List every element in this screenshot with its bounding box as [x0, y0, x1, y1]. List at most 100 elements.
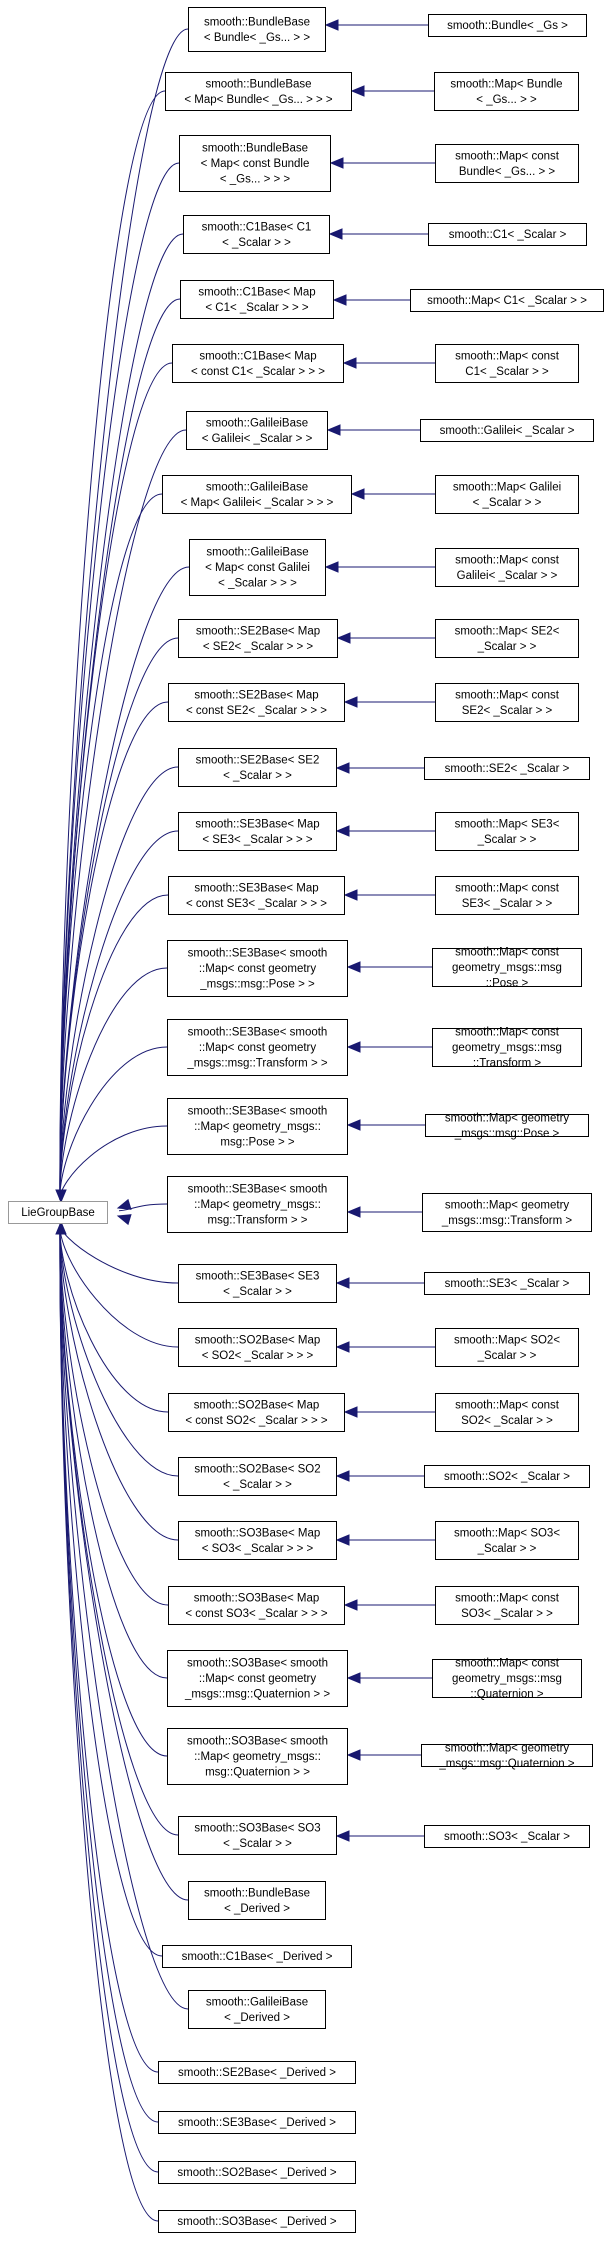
- base-class-node-frame: [167, 1728, 348, 1785]
- base-class-node[interactable]: smooth::SE2Base< Map< SE2< _Scalar > > >: [178, 619, 338, 658]
- derived-class-node[interactable]: smooth::Map< C1< _Scalar > >: [410, 289, 604, 312]
- base-class-node[interactable]: smooth::SO3Base< Map< const SO3< _Scalar…: [168, 1586, 345, 1625]
- base-class-node[interactable]: smooth::SE2Base< SE2< _Scalar > >: [178, 748, 337, 787]
- base-class-node-frame: [168, 683, 345, 722]
- inheritance-edge: [59, 894, 169, 1201]
- base-class-node-label-line: _msgs::msg::Transform > >: [186, 1058, 327, 1070]
- derived-class-node[interactable]: smooth::Map< SO3<_Scalar > >: [435, 1521, 579, 1560]
- base-class-node[interactable]: smooth::C1Base< _Derived >: [162, 1945, 352, 1968]
- base-class-node[interactable]: smooth::SO3Base< smooth::Map< const geom…: [167, 1650, 348, 1707]
- derived-class-node-label-line: smooth::SE3< _Scalar >: [445, 1278, 570, 1290]
- derived-class-node-label-line: ::Quaternion >: [470, 1689, 543, 1701]
- derived-class-node-label-line: _msgs::msg::Pose >: [454, 1128, 560, 1140]
- base-class-node-label-line: smooth::BundleBase: [204, 1887, 310, 1899]
- base-class-node[interactable]: smooth::BundleBase< Map< const Bundle< _…: [179, 135, 331, 192]
- derived-class-node[interactable]: smooth::Galilei< _Scalar >: [420, 419, 594, 442]
- base-class-node[interactable]: smooth::SE2Base< _Derived >: [158, 2061, 356, 2084]
- derived-class-node-label-line: smooth::Map< const: [455, 882, 560, 894]
- base-class-node-frame: [178, 1521, 337, 1560]
- base-class-node[interactable]: smooth::GalileiBase< Map< Galilei< _Scal…: [162, 475, 352, 514]
- base-class-node[interactable]: smooth::SE3Base< smooth::Map< const geom…: [167, 1019, 348, 1076]
- base-class-node[interactable]: smooth::SO3Base< smooth::Map< geometry_m…: [167, 1728, 348, 1785]
- arrowhead-icon: [346, 1119, 361, 1131]
- derived-class-node[interactable]: smooth::C1< _Scalar >: [428, 223, 587, 246]
- derived-class-node[interactable]: smooth::Map< SE3<_Scalar > >: [435, 812, 579, 851]
- derived-class-node-frame: [435, 1393, 579, 1432]
- base-class-node[interactable]: smooth::C1Base< Map< C1< _Scalar > > >: [180, 280, 334, 319]
- base-class-node[interactable]: smooth::SO3Base< _Derived >: [158, 2210, 356, 2233]
- derived-class-node[interactable]: smooth::Map< SE2<_Scalar > >: [435, 619, 579, 658]
- derived-class-node[interactable]: smooth::Map< Bundle< _Gs... > >: [434, 72, 579, 111]
- base-class-node[interactable]: smooth::SE2Base< Map< const SE2< _Scalar…: [168, 683, 345, 722]
- base-class-node-label-line: smooth::BundleBase: [202, 143, 308, 155]
- base-class-node[interactable]: smooth::BundleBase< _Derived >: [188, 1881, 326, 1920]
- base-class-node-frame: [178, 748, 337, 787]
- derived-class-node-label-line: smooth::Galilei< _Scalar >: [440, 425, 575, 437]
- derived-class-node[interactable]: smooth::SO2< _Scalar >: [424, 1465, 590, 1488]
- inheritance-edge: [59, 429, 187, 1201]
- derived-class-node-label-line: smooth::Map< const: [455, 1658, 560, 1670]
- base-class-node-label-line: smooth::SE3Base< Map: [195, 818, 319, 830]
- base-class-node[interactable]: smooth::SE3Base< _Derived >: [158, 2111, 356, 2134]
- base-class-node[interactable]: smooth::BundleBase< Bundle< _Gs... > >: [188, 7, 326, 52]
- inheritance-edge: [59, 1223, 169, 1413]
- base-class-node-label-line: < _Derived >: [224, 2012, 290, 2024]
- derived-class-node[interactable]: smooth::Map< constgeometry_msgs::msg::Tr…: [432, 1027, 582, 1070]
- base-class-node[interactable]: smooth::SO2Base< Map< const SO2< _Scalar…: [168, 1393, 345, 1432]
- arrowhead-icon: [332, 294, 347, 306]
- base-class-node[interactable]: smooth::SE3Base< SE3< _Scalar > >: [178, 1264, 337, 1303]
- arrowhead-icon: [350, 85, 365, 97]
- derived-class-node-label-line: smooth::Map< SE2<: [455, 625, 560, 637]
- base-class-node[interactable]: smooth::SO2Base< SO2< _Scalar > >: [178, 1457, 337, 1496]
- base-class-node[interactable]: smooth::BundleBase< Map< Bundle< _Gs... …: [165, 72, 352, 111]
- base-class-node-label-line: smooth::SO3Base< Map: [194, 1592, 320, 1604]
- derived-class-node[interactable]: smooth::Map< constgeometry_msgs::msg::Qu…: [432, 1658, 582, 1701]
- derived-class-node[interactable]: smooth::Map< SO2<_Scalar > >: [435, 1328, 579, 1367]
- base-class-node-label-line: < Galilei< _Scalar > >: [202, 433, 313, 445]
- inheritance-edge: [59, 1223, 179, 1541]
- derived-class-node[interactable]: smooth::SO3< _Scalar >: [424, 1825, 590, 1848]
- base-class-node[interactable]: smooth::GalileiBase< Galilei< _Scalar > …: [186, 411, 328, 450]
- base-class-node[interactable]: smooth::C1Base< C1< _Scalar > >: [183, 215, 330, 254]
- derived-class-node[interactable]: smooth::Map< geometry_msgs::msg::Quatern…: [421, 1742, 593, 1770]
- base-class-node[interactable]: smooth::SO2Base< Map< SO2< _Scalar > > >: [178, 1328, 337, 1367]
- base-class-node[interactable]: smooth::SE3Base< Map< SE3< _Scalar > > >: [178, 812, 337, 851]
- base-class-node[interactable]: smooth::SO3Base< SO3< _Scalar > >: [178, 1816, 337, 1855]
- base-class-node[interactable]: smooth::SO2Base< _Derived >: [158, 2161, 356, 2184]
- derived-class-node[interactable]: smooth::SE3< _Scalar >: [424, 1272, 590, 1295]
- base-class-node-label-line: < const SE3< _Scalar > > >: [186, 898, 327, 910]
- base-class-node[interactable]: smooth::C1Base< Map< const C1< _Scalar >…: [172, 344, 344, 383]
- root-class-node[interactable]: LieGroupBase: [8, 1201, 108, 1224]
- base-class-node[interactable]: smooth::SE3Base< Map< const SE3< _Scalar…: [168, 876, 345, 915]
- derived-class-node[interactable]: smooth::Map< constgeometry_msgs::msg::Po…: [432, 947, 582, 990]
- base-class-node[interactable]: smooth::SO3Base< Map< SO3< _Scalar > > >: [178, 1521, 337, 1560]
- derived-class-node-frame: [435, 876, 579, 915]
- derived-class-node[interactable]: smooth::Bundle< _Gs >: [428, 14, 587, 37]
- base-class-node[interactable]: smooth::GalileiBase< Map< const Galilei<…: [189, 539, 326, 596]
- derived-class-node-label-line: SE2< _Scalar > >: [462, 705, 553, 717]
- derived-class-node-label-line: smooth::Map< geometry: [445, 1112, 570, 1124]
- derived-class-node[interactable]: smooth::Map< geometry_msgs::msg::Pose >: [425, 1112, 589, 1140]
- derived-class-node[interactable]: smooth::Map< Galilei< _Scalar > >: [435, 475, 579, 514]
- base-class-node-label-line: smooth::SE3Base< Map: [194, 882, 318, 894]
- derived-class-node-label-line: geometry_msgs::msg: [452, 1042, 562, 1054]
- base-class-node[interactable]: smooth::SE3Base< smooth::Map< geometry_m…: [167, 1098, 348, 1155]
- base-class-node[interactable]: smooth::SE3Base< smooth::Map< const geom…: [167, 940, 348, 997]
- arrowhead-icon: [324, 19, 339, 31]
- derived-class-node[interactable]: smooth::Map< geometry_msgs::msg::Transfo…: [422, 1193, 592, 1232]
- base-class-node[interactable]: smooth::SE3Base< smooth::Map< geometry_m…: [167, 1176, 348, 1233]
- derived-class-node-label-line: _Scalar > >: [477, 641, 537, 653]
- inheritance-edge: [59, 162, 180, 1201]
- base-class-node-label-line: smooth::SO2Base< SO2: [194, 1463, 320, 1475]
- base-class-node[interactable]: smooth::GalileiBase< _Derived >: [188, 1990, 326, 2029]
- derived-class-node-label-line: _Scalar > >: [477, 1543, 537, 1555]
- derived-class-node[interactable]: smooth::SE2< _Scalar >: [424, 757, 590, 780]
- base-class-node-label-line: < _Scalar > >: [222, 237, 291, 249]
